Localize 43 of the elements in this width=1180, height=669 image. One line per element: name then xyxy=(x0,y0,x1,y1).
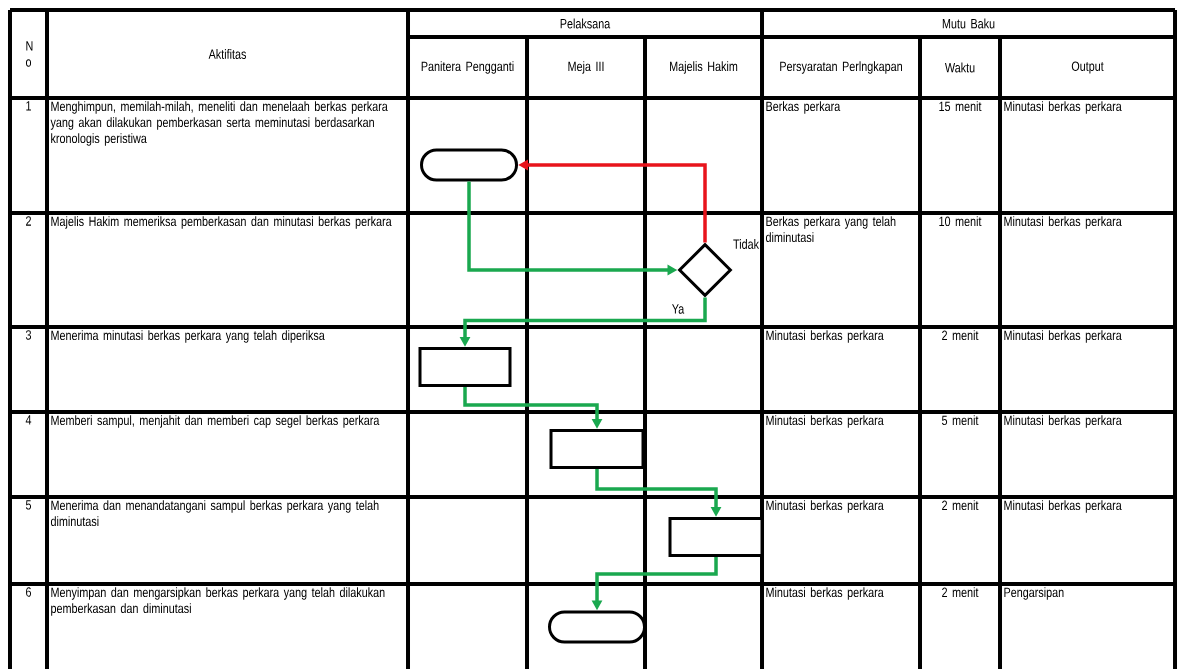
header-text: Pelaksana xyxy=(560,18,611,29)
header-text: Majelis Hakim xyxy=(670,61,738,74)
cell-text: Minutasi berkas perkara xyxy=(1004,101,1122,114)
cell-text: Menyimpan dan mengarsipkan berkas perkara yang telah dilakukan pemberkasan dan diminutasi xyxy=(51,587,385,616)
cell-text: Menerima dan menandatangani sampul berkas perkara yang telah diminutasi xyxy=(50,500,379,527)
header-text: Aktifitas xyxy=(208,49,247,59)
process-box xyxy=(668,517,764,557)
edge-label: Tidak xyxy=(732,238,760,250)
cell-text: 5 menit xyxy=(942,415,979,426)
header-text: Waktu xyxy=(944,62,975,73)
cell-text: Minutasi berkas perkara xyxy=(1004,330,1122,343)
header-text: N o xyxy=(25,41,33,67)
header-text: Mutu Baku xyxy=(942,18,995,29)
cell-text: Minutasi berkas perkara xyxy=(766,330,884,343)
cell-text: 10 menit xyxy=(939,216,982,227)
header-text: Panitera Pengganti xyxy=(421,61,514,74)
cell-text: 15 menit xyxy=(939,101,982,112)
cell-text: 2 menit xyxy=(942,330,979,341)
header-text: Output xyxy=(1071,61,1104,74)
cell-text: Minutasi berkas perkara xyxy=(766,587,884,600)
edge-label: Ya xyxy=(670,303,686,315)
header-text: Persyaratan Perlngkapan xyxy=(780,61,902,74)
cell-text: 5 xyxy=(25,500,32,510)
terminator-shape xyxy=(420,148,518,182)
cell-text: Majelis Hakim memeriksa pemberkasan dan minutasi berkas perkara xyxy=(51,216,392,229)
cell-text: Pengarsipan xyxy=(1004,587,1064,600)
cell-text: Minutasi berkas perkara xyxy=(1004,415,1122,428)
process-box xyxy=(418,347,512,387)
cell-text: Minutasi berkas perkara xyxy=(766,415,884,428)
process-box xyxy=(549,429,645,469)
cell-text: Minutasi berkas perkara xyxy=(1004,216,1122,229)
cell-text: 2 xyxy=(26,216,31,226)
cell-text: 3 xyxy=(25,330,32,340)
cell-text: Minutasi berkas perkara xyxy=(1004,500,1122,513)
cell-text: 4 xyxy=(25,415,32,425)
cell-text: 2 menit xyxy=(942,587,979,598)
cell-text: 2 menit xyxy=(942,500,979,511)
header-text: Meja III xyxy=(568,61,604,74)
cell-text: Menerima minutasi berkas perkara yang telah diperiksa xyxy=(51,330,325,343)
terminator-shape xyxy=(548,610,646,644)
cell-text: 6 xyxy=(26,587,32,597)
cell-text: 1 xyxy=(26,101,31,111)
cell-text: Berkas perkara xyxy=(766,101,841,114)
